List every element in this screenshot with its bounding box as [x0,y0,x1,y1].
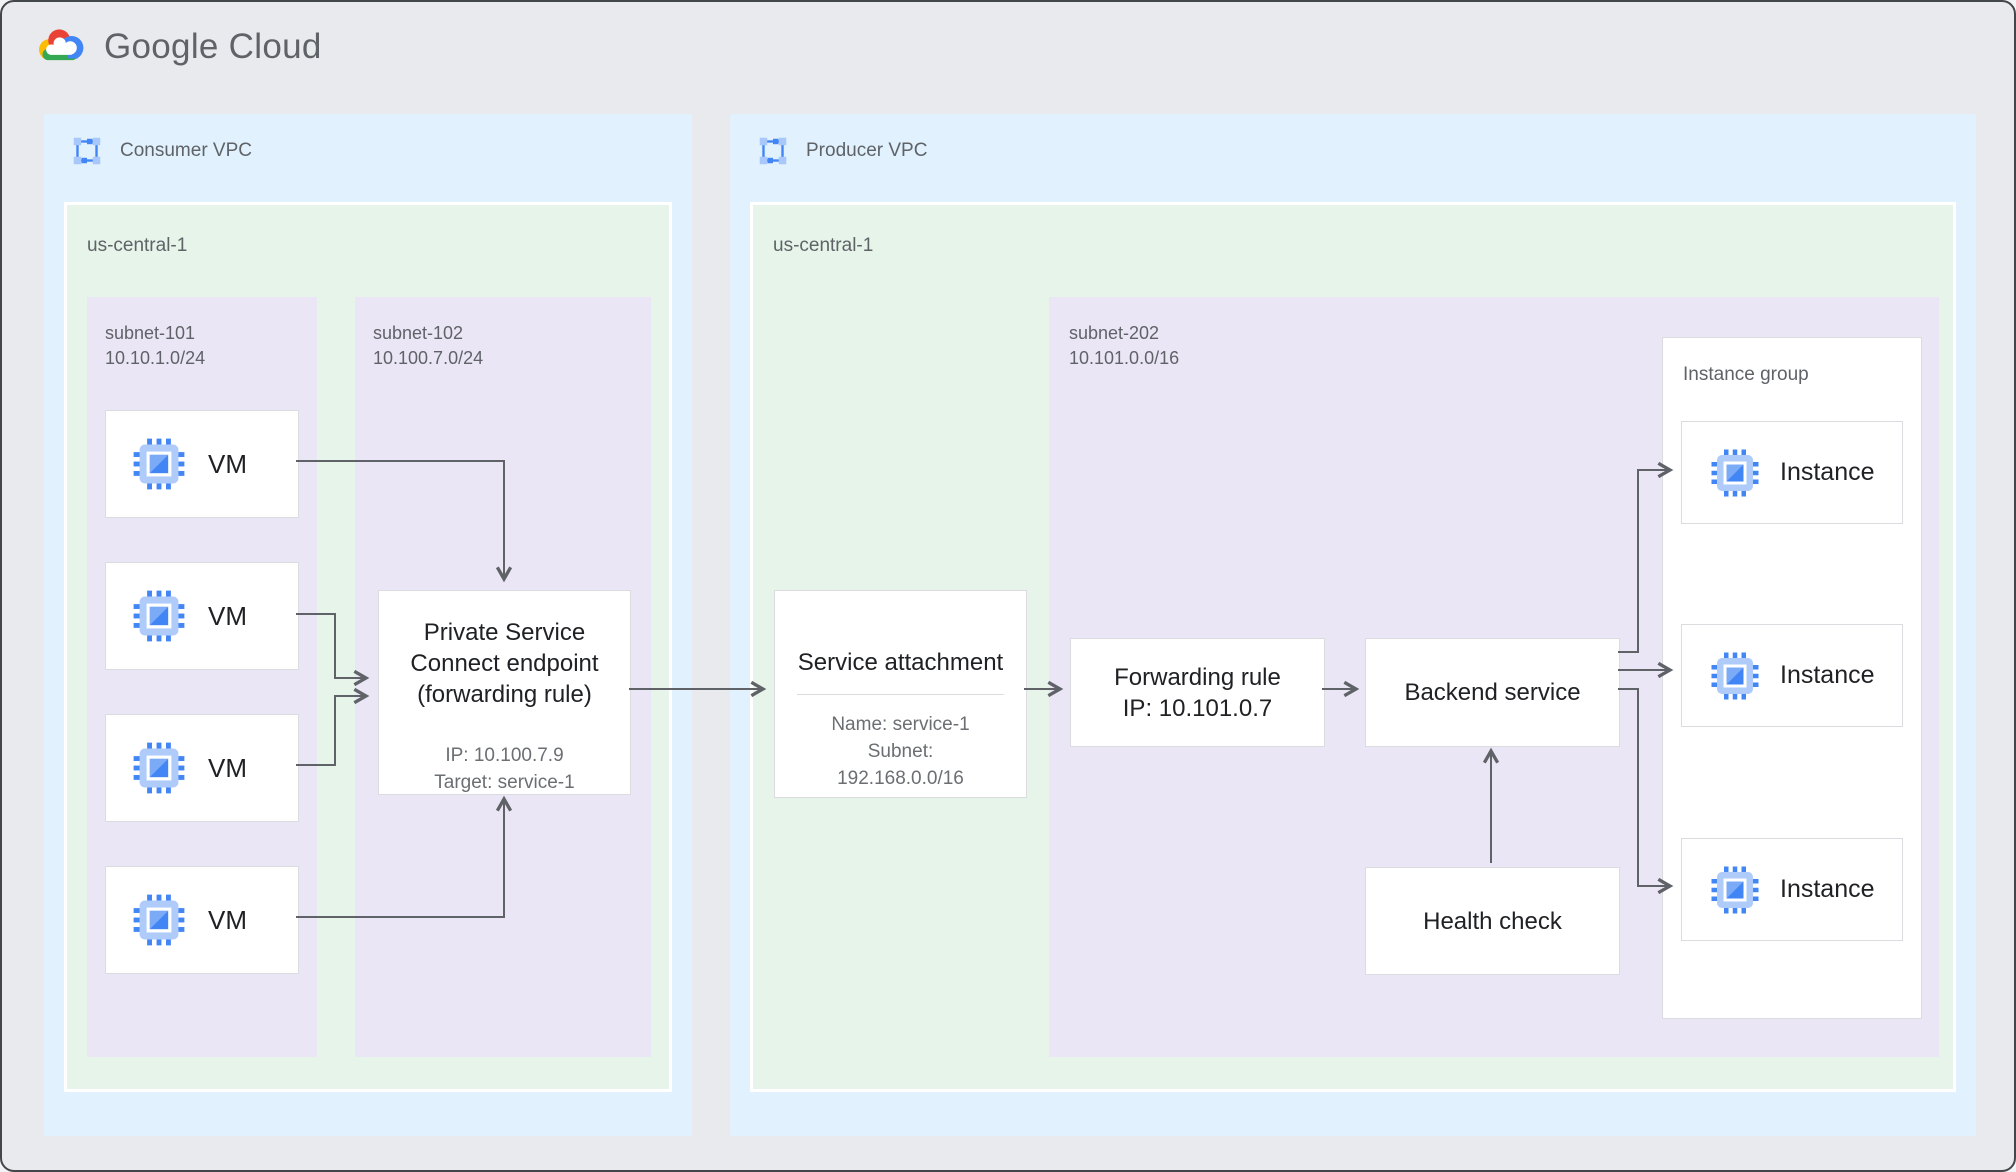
backend-service-title: Backend service [1404,679,1581,706]
subnet-202-label: subnet-202 10.101.0.0/16 [1069,323,1180,368]
vm-label: VM [208,600,247,631]
instance-label: Instance [1780,875,1875,903]
vm-node: VM [105,714,299,822]
producer-region-label: us-central-1 [773,235,874,256]
instance-node: Instance [1681,838,1903,941]
vm-label: VM [208,904,247,935]
instance-group-label: Instance group [1683,364,1809,385]
psc-endpoint-details: IP: 10.100.7.9 Target: service-1 [434,745,575,793]
forwarding-rule-ip: IP: 10.101.0.7 [1122,694,1273,722]
vm-label: VM [208,752,247,783]
producer-vpc-container: Producer VPC us-central-1 Service attach… [730,114,1976,1136]
vm-node: VM [105,562,299,670]
producer-vpc-header: Producer VPC [756,134,927,168]
instance-node: Instance [1681,624,1903,727]
forwarding-rule-node: Forwarding rule IP: 10.101.0.7 [1070,638,1325,747]
consumer-vpc-header: Consumer VPC [70,134,252,168]
subnet-102: subnet-102 10.100.7.0/24 Private Service… [355,297,651,1057]
consumer-region: us-central-1 subnet-101 10.10.1.0/24 VM … [64,202,672,1092]
service-attachment-details: Name: service-1 Subnet: 192.168.0.0/16 [831,714,970,789]
subnet-102-label: subnet-102 10.100.7.0/24 [373,323,484,368]
vpc-network-icon [70,134,104,168]
instance-group-container: Instance group Instance Instance Instanc… [1662,337,1922,1019]
instance-node: Instance [1681,421,1903,524]
health-check-node: Health check [1365,867,1620,975]
vm-label: VM [208,448,247,479]
compute-engine-chip-icon [1710,448,1760,498]
compute-engine-chip-icon [132,741,186,795]
forwarding-rule-title: Forwarding rule [1114,663,1281,691]
instance-label: Instance [1780,458,1875,486]
subnet-101-label: subnet-101 10.10.1.0/24 [105,323,206,368]
consumer-vpc-container: Consumer VPC us-central-1 subnet-101 10.… [44,114,692,1136]
producer-vpc-label: Producer VPC [806,140,928,161]
compute-engine-chip-icon [1710,865,1760,915]
backend-service-node: Backend service [1365,638,1620,747]
subnet-202: subnet-202 10.101.0.0/16 Forwarding rule… [1049,297,1939,1057]
compute-engine-chip-icon [132,589,186,643]
psc-endpoint-title: Private Service Connect endpoint (forwar… [410,619,599,708]
compute-engine-chip-icon [132,893,186,947]
divider [797,694,1004,695]
producer-region: us-central-1 Service attachment Name: se… [750,202,1956,1092]
service-attachment-title: Service attachment [797,649,1004,676]
consumer-vpc-label: Consumer VPC [120,140,252,161]
subnet-101: subnet-101 10.10.1.0/24 VM VM VM V [87,297,317,1057]
instance-label: Instance [1780,661,1875,689]
google-cloud-logo: Google Cloud [32,24,322,70]
health-check-title: Health check [1423,907,1562,935]
brand-title: Google Cloud [104,27,322,66]
consumer-region-label: us-central-1 [87,235,188,256]
compute-engine-chip-icon [132,437,186,491]
vpc-network-icon [756,134,790,168]
vm-node: VM [105,866,299,974]
service-attachment-node: Service attachment Name: service-1 Subne… [774,590,1027,798]
psc-endpoint-node: Private Service Connect endpoint (forwar… [378,590,631,795]
compute-engine-chip-icon [1710,651,1760,701]
google-cloud-icon [39,29,84,61]
vm-node: VM [105,410,299,518]
